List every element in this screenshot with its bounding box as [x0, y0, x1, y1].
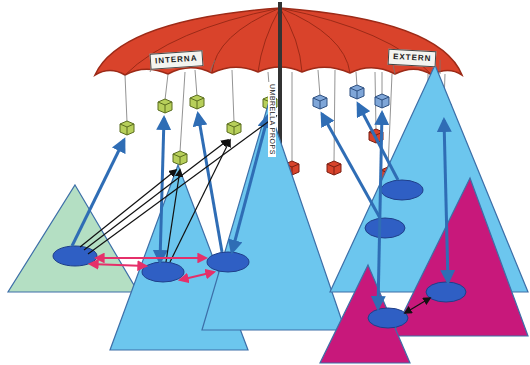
green-cube — [227, 121, 241, 135]
green-cube — [190, 95, 204, 109]
black-arrows — [80, 116, 430, 313]
magenta-triangle — [392, 178, 528, 336]
red-arrows — [90, 258, 214, 280]
blue-cube — [313, 95, 327, 109]
sign-label: EXTERN — [388, 49, 437, 68]
green-cube — [158, 99, 172, 113]
blue-cube — [375, 94, 389, 108]
green-cube — [173, 151, 187, 165]
blue-arrows — [72, 104, 448, 308]
pole-label: UMBRELLA PROPS — [268, 82, 276, 157]
red-cube — [327, 161, 341, 175]
blue-cube — [350, 85, 364, 99]
magenta-triangle — [320, 265, 410, 363]
green-triangle — [8, 185, 138, 292]
component-ellipses — [53, 180, 466, 328]
green-cube — [120, 121, 134, 135]
